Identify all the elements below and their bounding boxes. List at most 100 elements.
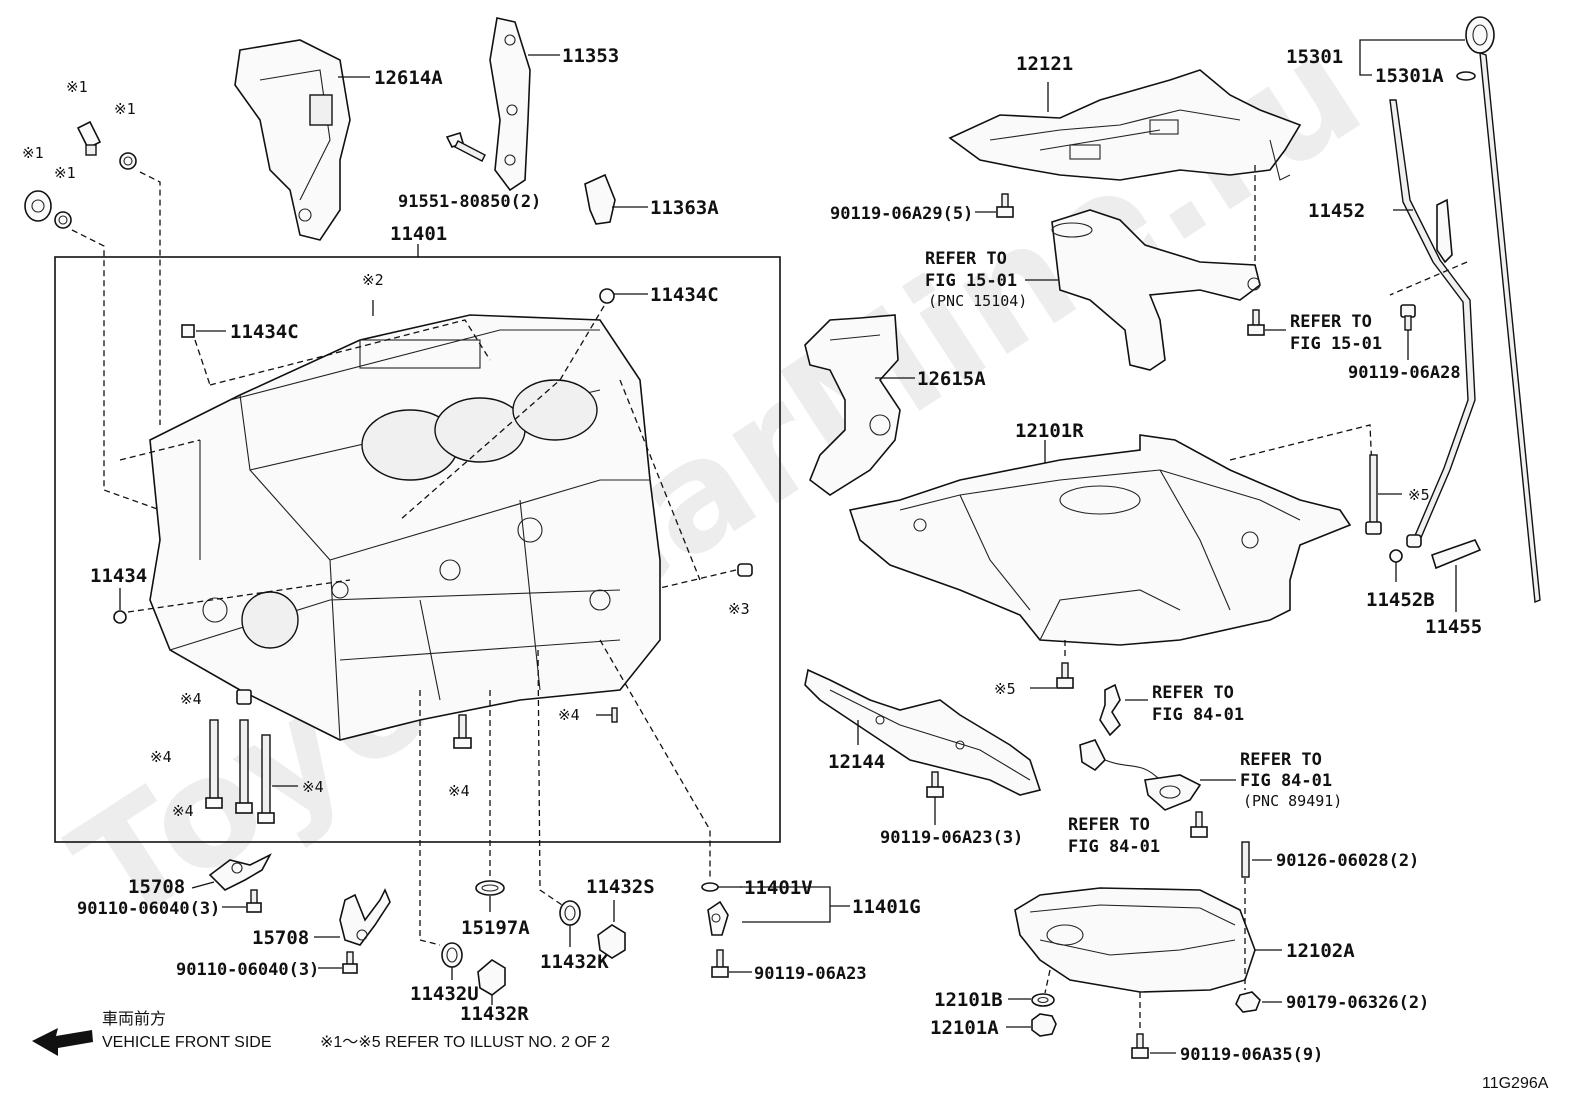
label-90110-top: 90110-06040(3) xyxy=(77,899,220,919)
svg-text:(PNC 15104): (PNC 15104) xyxy=(928,292,1027,310)
baffle-12144[interactable] xyxy=(804,668,1042,796)
svg-text:FIG 15-01: FIG 15-01 xyxy=(1290,334,1382,354)
label-11432K: 11432K xyxy=(540,951,609,973)
oil-pan-upper-12101R[interactable] xyxy=(848,434,1352,646)
svg-text:(PNC 89491): (PNC 89491) xyxy=(1243,792,1342,810)
mark-4e: ※4 xyxy=(448,782,470,800)
mark-1b: ※1 xyxy=(114,100,136,118)
bolt-5-short[interactable] xyxy=(1056,662,1074,689)
bolt-90119-06A29[interactable] xyxy=(996,193,1014,218)
bolt-4-long-c[interactable] xyxy=(257,734,275,824)
label-11432R: 11432R xyxy=(460,1003,529,1025)
label-15301A: 15301A xyxy=(1375,65,1444,87)
bolt-4-long-b[interactable] xyxy=(235,719,253,814)
label-12101A: 12101A xyxy=(930,1017,999,1039)
label-12615A: 12615A xyxy=(917,368,986,390)
svg-text:FIG 84-01: FIG 84-01 xyxy=(1240,771,1332,791)
plug-11434[interactable] xyxy=(113,610,127,624)
refer-fig-84-01-b: REFER TO FIG 84-01 (PNC 89491) xyxy=(1240,750,1342,810)
gasket-11432K[interactable] xyxy=(559,900,581,926)
bracket-12614A[interactable] xyxy=(234,39,351,241)
bolt-90110-top[interactable] xyxy=(246,889,262,913)
bolt-90119-06A28[interactable] xyxy=(1400,304,1416,331)
note-direction-en: VEHICLE FRONT SIDE xyxy=(102,1034,272,1051)
bolt-91551[interactable] xyxy=(445,131,486,162)
bracket-15708-bottom[interactable] xyxy=(339,888,391,946)
label-11452: 11452 xyxy=(1308,200,1365,222)
mark-2: ※2 xyxy=(362,271,384,289)
label-11432U: 11432U xyxy=(410,983,479,1005)
bolt-4-long-a[interactable] xyxy=(205,719,223,809)
label-11401G: 11401G xyxy=(852,896,921,918)
bolt-90119-06A23-lower[interactable] xyxy=(711,949,729,978)
cover-11363A[interactable] xyxy=(584,173,616,225)
washer-ring-a[interactable] xyxy=(119,152,137,170)
gasket-15197A[interactable] xyxy=(475,880,505,896)
label-90119-06A23-lower: 90119-06A23 xyxy=(754,964,867,984)
svg-text:FIG 84-01: FIG 84-01 xyxy=(1152,705,1244,725)
clip-11455[interactable] xyxy=(1431,539,1482,570)
label-12614A: 12614A xyxy=(374,67,443,89)
label-12102A: 12102A xyxy=(1286,940,1355,962)
svg-text:REFER TO: REFER TO xyxy=(925,249,1007,269)
drain-plug-12101A[interactable] xyxy=(1031,1013,1057,1037)
stud-4-small[interactable] xyxy=(611,707,618,723)
oring-11452B[interactable] xyxy=(1389,549,1403,563)
gasket-11432U[interactable] xyxy=(441,942,463,968)
refer-fig-15-01-a: REFER TO FIG 15-01 (PNC 15104) xyxy=(925,249,1027,310)
sensor-clip-refer xyxy=(1099,683,1122,737)
oring-15301A[interactable] xyxy=(1456,71,1476,81)
label-90119-06A29: 90119-06A29(5) xyxy=(830,204,973,224)
label-11434C-left: 11434C xyxy=(230,321,299,343)
bolt-sensor-refer xyxy=(1190,811,1208,838)
label-11434C-right: 11434C xyxy=(650,284,719,306)
label-90126: 90126-06028(2) xyxy=(1276,851,1419,871)
bolt-4-short[interactable] xyxy=(236,689,252,705)
bolt-90119-06A23-mid[interactable] xyxy=(926,771,944,798)
label-15301: 15301 xyxy=(1286,46,1343,68)
dipstick-15301[interactable] xyxy=(1465,16,1541,603)
refer-fig-84-01-c: REFER TO FIG 84-01 xyxy=(1068,815,1160,857)
bolt-90110-bottom[interactable] xyxy=(342,951,358,974)
dowel-pin-3[interactable] xyxy=(737,563,753,577)
bolt-4-mid[interactable] xyxy=(453,714,472,749)
nut-90179[interactable] xyxy=(1235,991,1261,1013)
svg-text:REFER TO: REFER TO xyxy=(1290,312,1372,332)
label-12121: 12121 xyxy=(1016,53,1073,75)
drain-plug-part[interactable] xyxy=(24,190,52,222)
plug-11432S[interactable] xyxy=(597,924,626,959)
bracket-15708-top[interactable] xyxy=(208,853,272,891)
bolt-5-long[interactable] xyxy=(1365,454,1382,535)
plug-11432R[interactable] xyxy=(477,959,506,996)
mark-4f: ※4 xyxy=(558,706,580,724)
plug-11434C-right[interactable] xyxy=(599,288,615,304)
engine-block[interactable] xyxy=(149,314,661,741)
front-direction-arrow xyxy=(32,1028,93,1056)
plate-11353[interactable] xyxy=(489,17,531,192)
jet-11401G[interactable] xyxy=(707,900,729,936)
oil-pan-lower-12102A[interactable] xyxy=(1014,887,1256,993)
label-11455: 11455 xyxy=(1425,616,1482,638)
mark-1d: ※1 xyxy=(54,164,76,182)
gasket-12101B[interactable] xyxy=(1031,993,1055,1007)
washer-ring-b[interactable] xyxy=(54,211,72,229)
bracket-12615A[interactable] xyxy=(804,314,901,496)
oil-pressure-switch-part[interactable] xyxy=(76,120,102,156)
bolt-90119-06A35[interactable] xyxy=(1131,1033,1149,1059)
baffle-plate-12121[interactable] xyxy=(948,69,1302,181)
svg-text:REFER TO: REFER TO xyxy=(1068,815,1150,835)
oring-11401V[interactable] xyxy=(701,882,719,892)
label-12101R: 12101R xyxy=(1015,420,1084,442)
label-12144: 12144 xyxy=(828,751,885,773)
bolt-strainer xyxy=(1247,309,1265,336)
dipstick-guide-11452[interactable] xyxy=(1389,99,1476,548)
stud-90126[interactable] xyxy=(1241,841,1250,878)
label-11353: 11353 xyxy=(562,45,619,67)
label-15197A: 15197A xyxy=(461,917,530,939)
label-90119-06A28: 90119-06A28 xyxy=(1348,363,1461,383)
label-15708-top: 15708 xyxy=(128,876,185,898)
label-11401V: 11401V xyxy=(744,877,813,899)
illustration-number: 11G296A xyxy=(1482,1075,1549,1092)
plug-11434C-left[interactable] xyxy=(181,324,195,338)
label-90179: 90179-06326(2) xyxy=(1286,993,1429,1013)
